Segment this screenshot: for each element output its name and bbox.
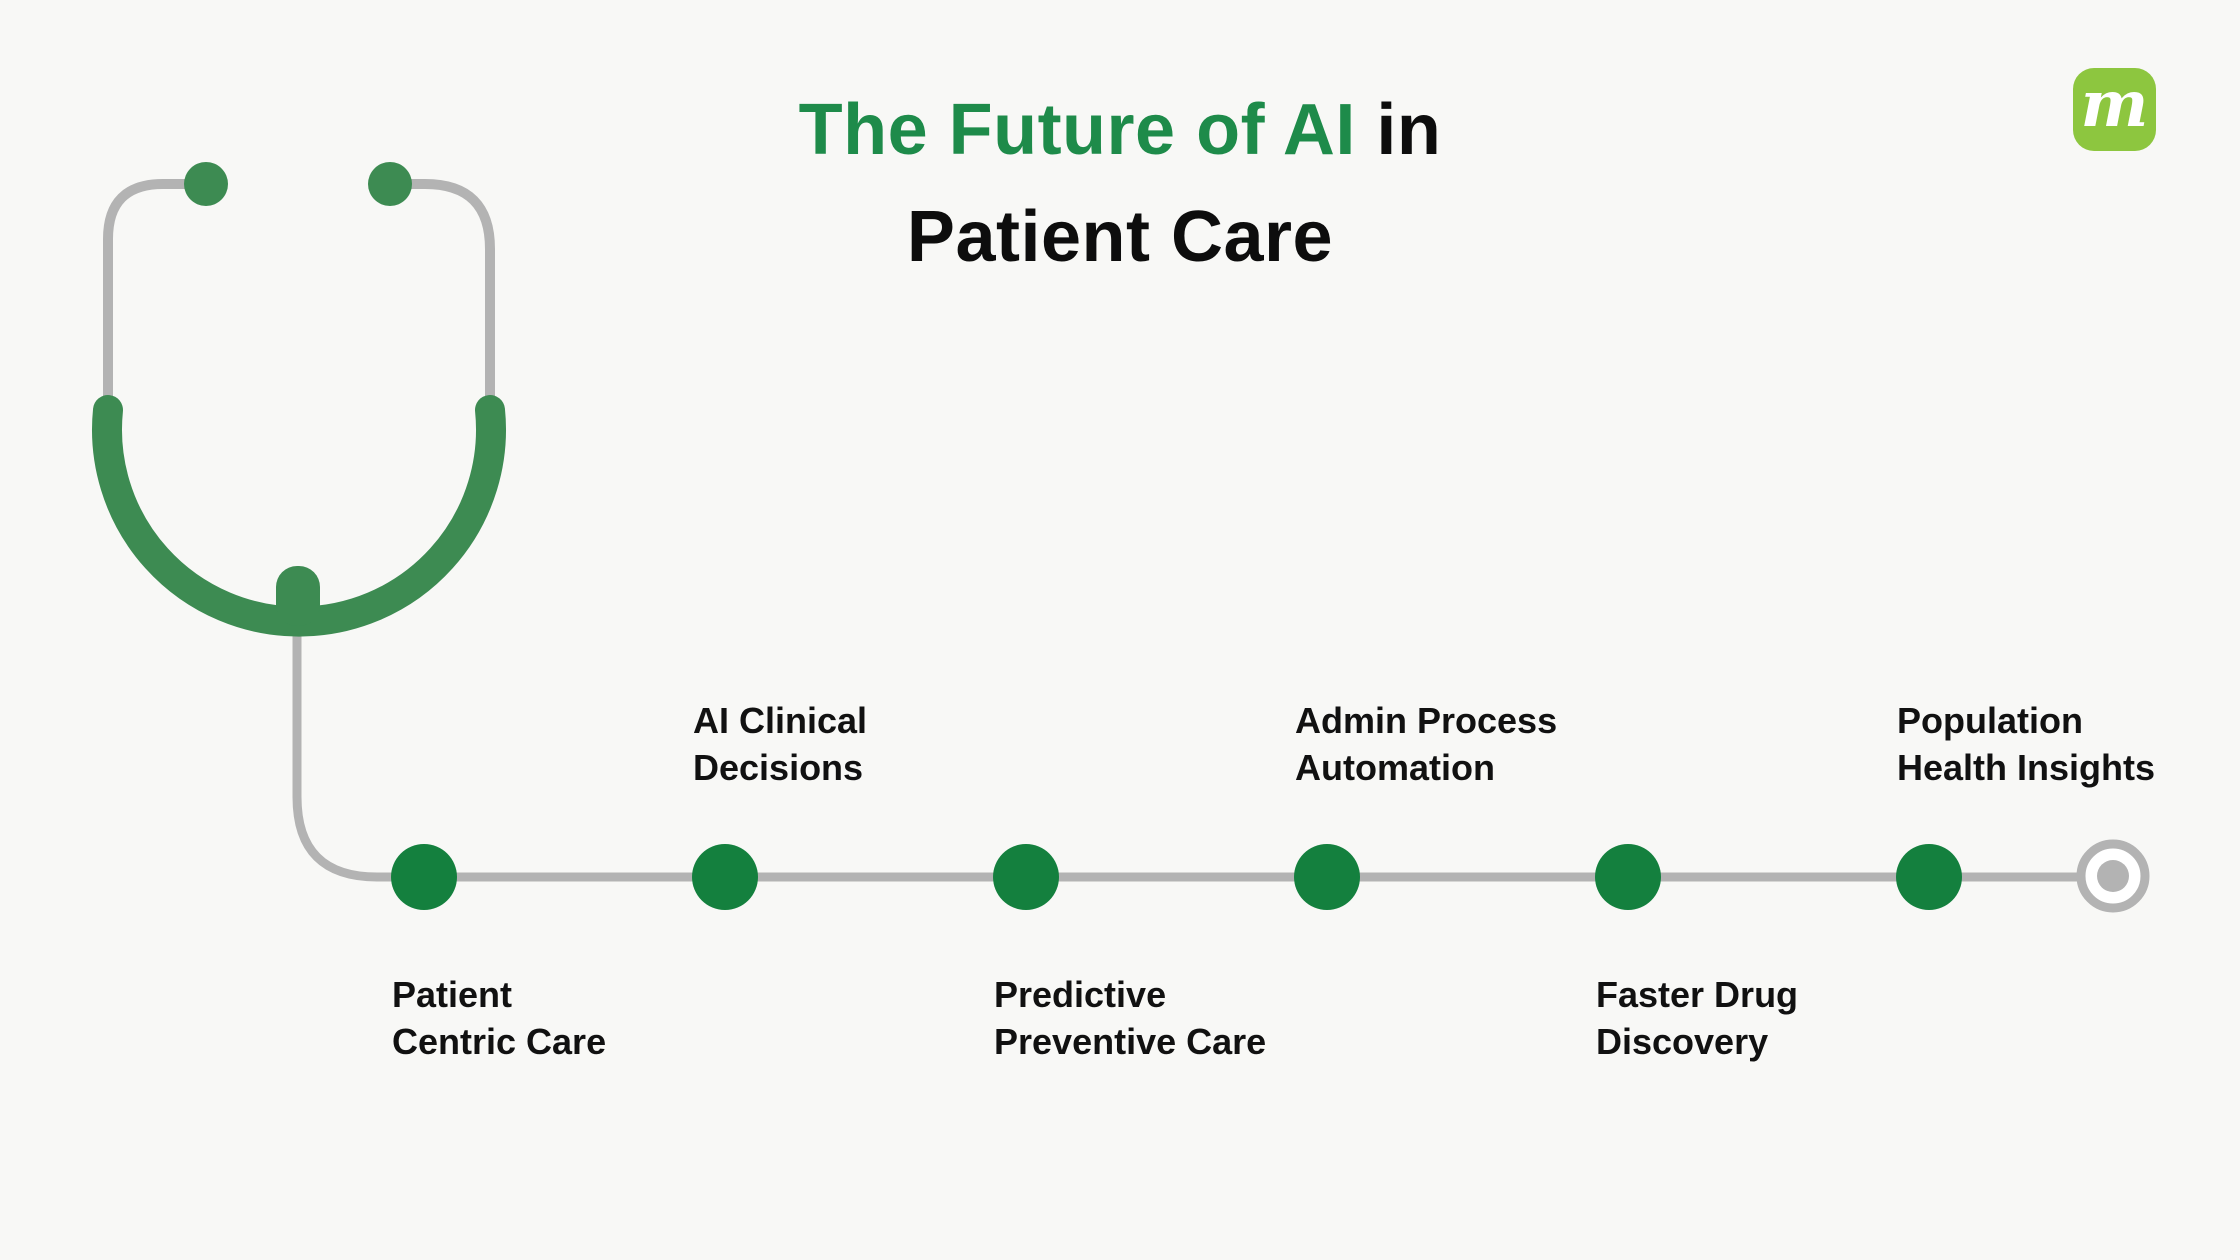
milestone-dot (1595, 844, 1661, 910)
stethoscope-tube-left (103, 179, 206, 404)
milestone-label: Patient Centric Care (392, 971, 606, 1065)
stethoscope-eartip-right (368, 162, 412, 206)
milestone-label-line2: Decisions (693, 747, 864, 788)
title-highlight: The Future of AI (798, 90, 1356, 170)
milestone-label-line2: Preventive Care (994, 1021, 1267, 1062)
stethoscope-tube-right (390, 179, 495, 404)
milestone-label-line2: Automation (1295, 747, 1495, 788)
milestone-label: AI Clinical Decisions (693, 697, 867, 791)
milestone-label: Admin Process Automation (1295, 697, 1557, 791)
stethoscope-stem (276, 566, 320, 626)
milestone-label-line1: Population (1897, 700, 2083, 741)
milestone-dot (1294, 844, 1360, 910)
milestone-label: Population Health Insights (1897, 697, 2155, 791)
milestone-label-line1: Predictive (994, 974, 1167, 1015)
milestone-dot (993, 844, 1059, 910)
milestone-label-line1: Faster Drug (1596, 974, 1799, 1015)
milestone-label-line2: Health Insights (1897, 747, 2156, 788)
milestone-dot (391, 844, 457, 910)
title-line2: Patient Care (906, 197, 1334, 277)
title-rest: in (1355, 90, 1442, 170)
milestone-label-line1: Admin Process (1295, 700, 1558, 741)
milestone-label: Faster Drug Discovery (1596, 971, 1798, 1065)
brand-logo: m (2073, 68, 2156, 151)
milestone-label: Predictive Preventive Care (994, 971, 1266, 1065)
milestone-dot (1896, 844, 1962, 910)
milestone-label-line2: Centric Care (392, 1021, 607, 1062)
milestone-label-line2: Discovery (1596, 1021, 1769, 1062)
milestone-dot (692, 844, 758, 910)
timeline-end-dot (2097, 860, 2129, 892)
page-title: The Future of AI in Patient Care (0, 77, 2240, 291)
timeline-line (292, 608, 2079, 882)
milestone-label-line1: AI Clinical (693, 700, 868, 741)
stethoscope-eartip-left (184, 162, 228, 206)
milestone-label-line1: Patient (392, 974, 513, 1015)
m-logo-icon: m (2080, 66, 2149, 142)
